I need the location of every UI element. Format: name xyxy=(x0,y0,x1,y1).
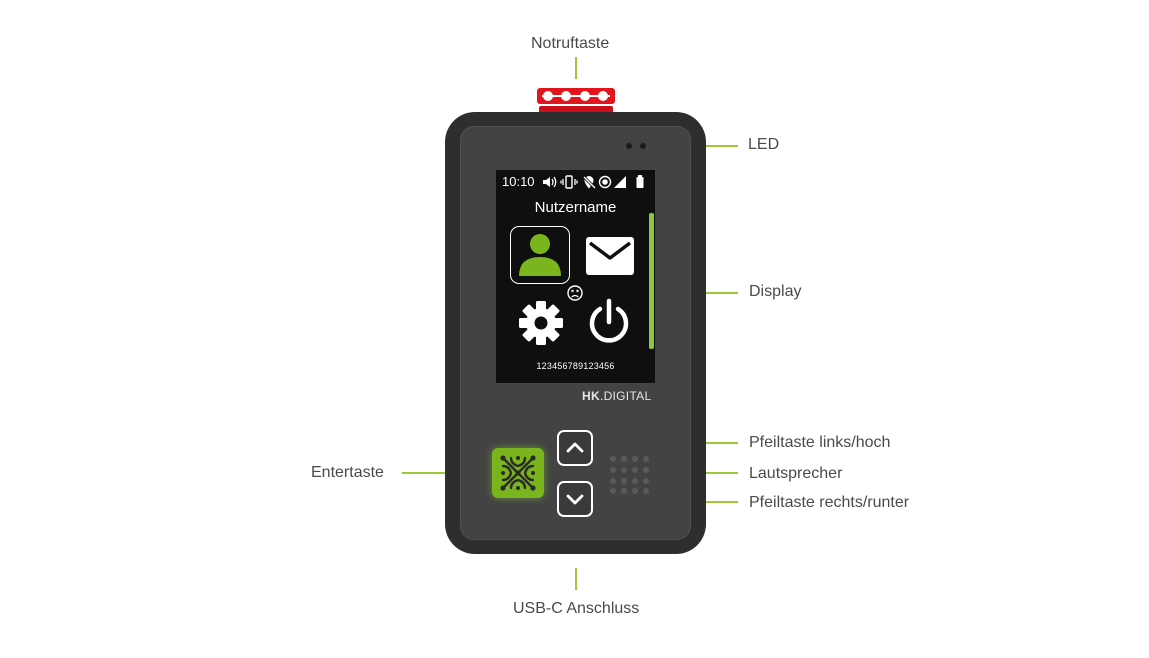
signal-icon xyxy=(614,176,626,188)
enter-key[interactable] xyxy=(492,448,544,498)
no-location-icon xyxy=(582,175,597,190)
battery-icon xyxy=(636,175,644,188)
label-display: Display xyxy=(749,283,802,300)
chevron-down-icon xyxy=(566,494,584,505)
callout-line-emergency xyxy=(575,57,577,79)
vibrate-icon xyxy=(560,175,578,189)
status-bar-icons xyxy=(543,175,644,190)
label-led: LED xyxy=(748,136,780,153)
enter-pattern-icon xyxy=(500,455,536,491)
status-time: 10:10 xyxy=(502,174,535,189)
callout-line-enter xyxy=(402,472,480,474)
led-indicator xyxy=(626,143,632,149)
label-arrow-up: Pfeiltaste links/hoch xyxy=(749,434,891,451)
callout-line-usb xyxy=(575,568,577,590)
sad-face-icon xyxy=(567,285,583,301)
mail-icon[interactable] xyxy=(586,237,634,275)
led-indicator xyxy=(640,143,646,149)
menu-tile-user-selected[interactable] xyxy=(510,226,570,284)
arrow-down-button[interactable] xyxy=(557,481,593,517)
arrow-up-button[interactable] xyxy=(557,430,593,466)
display-scrollbar xyxy=(649,213,654,349)
speaker-icon xyxy=(543,176,557,188)
chevron-up-icon xyxy=(566,442,584,453)
label-emergency-key: Notruftaste xyxy=(531,35,610,52)
display-screen xyxy=(496,170,655,383)
user-icon xyxy=(519,234,561,276)
settings-icon[interactable] xyxy=(518,300,564,346)
brand-logo: HK.DIGITAL xyxy=(582,389,652,403)
power-icon[interactable] xyxy=(586,298,632,346)
device-serial-number: 123456789123456 xyxy=(536,361,615,371)
speaker-grille xyxy=(608,454,652,494)
label-usb: USB-C Anschluss xyxy=(513,600,640,617)
label-speaker: Lautsprecher xyxy=(749,465,843,482)
label-enter-key: Entertaste xyxy=(311,464,384,481)
emergency-key[interactable] xyxy=(537,88,615,104)
label-arrow-down: Pfeiltaste rechts/runter xyxy=(749,494,910,511)
username: Nutzername xyxy=(534,199,617,216)
record-icon xyxy=(598,175,612,189)
